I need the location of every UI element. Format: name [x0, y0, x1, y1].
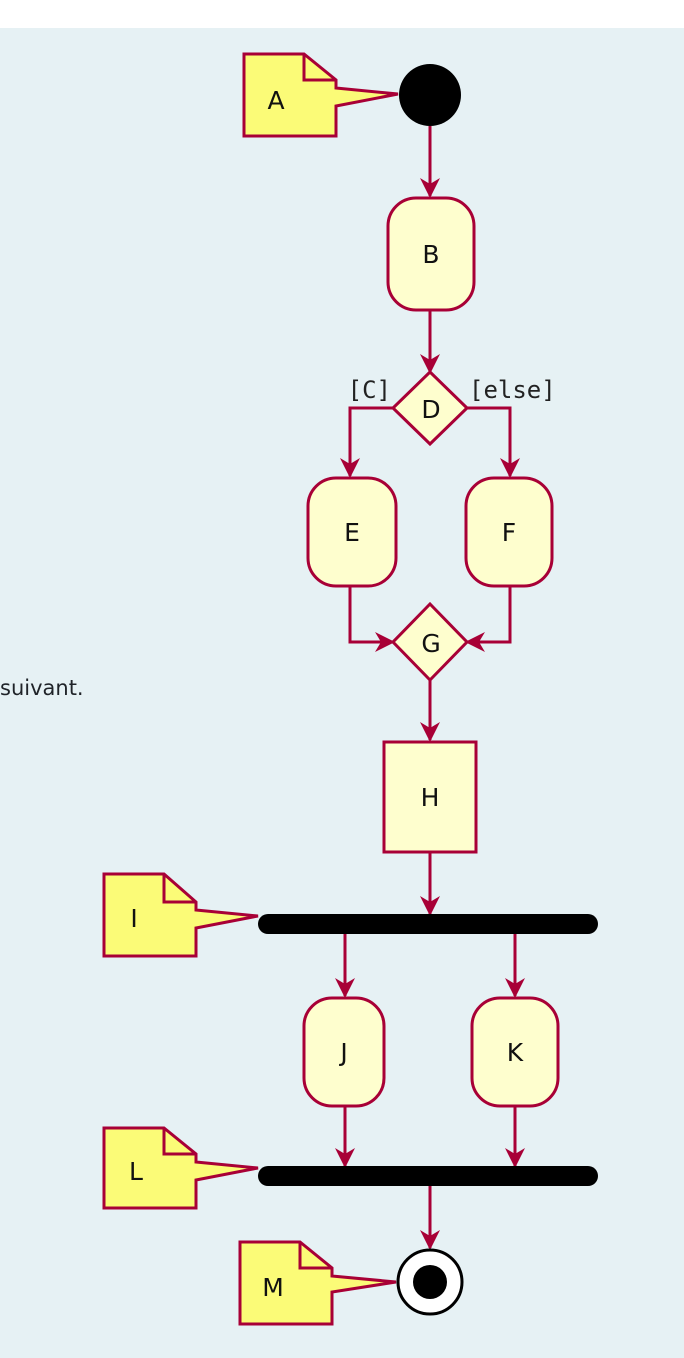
note-m: M — [238, 1240, 397, 1326]
edge-e-to-g — [348, 586, 395, 652]
note-a-label: A — [267, 86, 284, 115]
note-i: I — [102, 872, 259, 958]
edge-d-to-e — [340, 406, 393, 478]
decision-d-label: D — [421, 395, 440, 424]
decision-g-label: G — [421, 629, 440, 658]
decision-g: G — [390, 601, 470, 683]
activity-e: E — [306, 476, 398, 588]
note-i-label: I — [130, 904, 137, 933]
note-l-label: L — [129, 1157, 143, 1186]
end-node — [396, 1248, 464, 1316]
start-node — [399, 64, 461, 126]
guard-left: [C] — [348, 376, 391, 404]
activity-e-label: E — [344, 518, 360, 547]
note-l: L — [102, 1126, 259, 1210]
side-text: suivant. — [0, 676, 84, 700]
activity-f-label: F — [502, 518, 516, 547]
activity-j: J — [302, 996, 386, 1108]
join-bar — [258, 1166, 598, 1186]
activity-k: K — [470, 996, 560, 1108]
edge-d-to-f — [467, 406, 520, 478]
activity-j-label: J — [338, 1038, 347, 1067]
note-a: A — [242, 52, 399, 138]
activity-f: F — [464, 476, 554, 588]
activity-k-label: K — [507, 1038, 524, 1067]
guard-right: [else] — [469, 376, 556, 404]
activity-h-label: H — [421, 783, 440, 812]
decision-d: D — [390, 369, 470, 447]
activity-b: B — [386, 196, 476, 312]
fork-bar — [258, 914, 598, 934]
edge-f-to-g — [465, 586, 512, 652]
activity-b-label: B — [422, 240, 439, 269]
note-m-label: M — [262, 1273, 284, 1302]
activity-h: H — [382, 740, 478, 854]
edges — [335, 126, 525, 1250]
